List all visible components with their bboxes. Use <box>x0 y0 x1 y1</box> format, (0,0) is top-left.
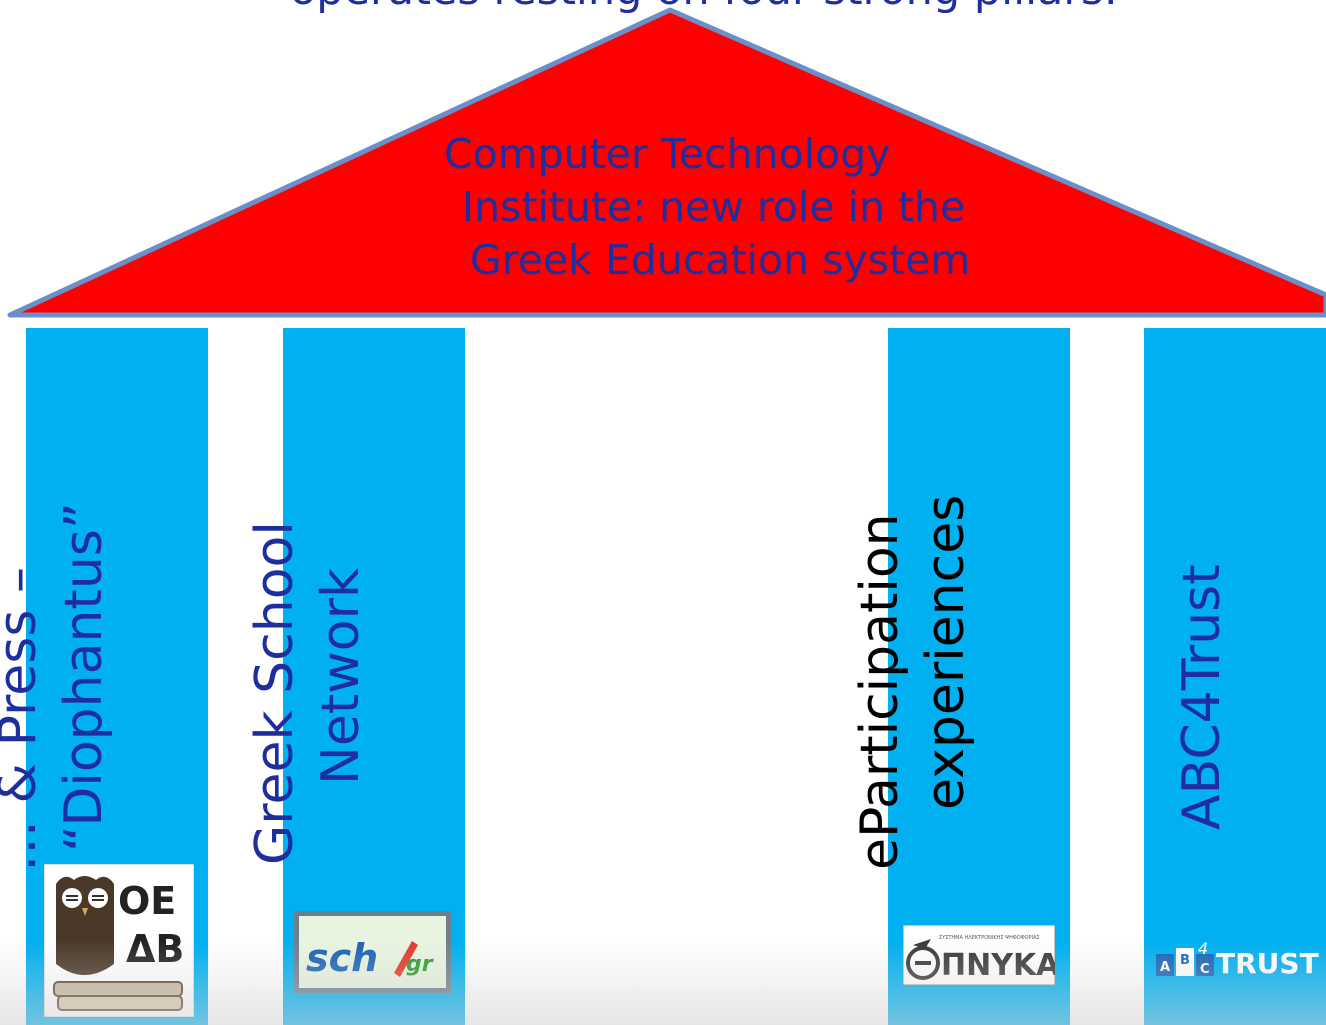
svg-text:4: 4 <box>1198 940 1208 958</box>
owl-book-icon: ΟΕ ΔΒ <box>44 864 194 1017</box>
pillar-label: … & Press – “Diophantus” <box>0 502 117 872</box>
svg-text:B: B <box>1180 953 1190 968</box>
pillar-abc4trust: ABC4Trust <box>1144 328 1326 1025</box>
roof-line: Institute: new role in the <box>462 183 966 231</box>
svg-text:ΠΝΥΚΑ: ΠΝΥΚΑ <box>941 948 1055 983</box>
pillar-label-line: “Diophantus” <box>54 502 114 852</box>
pnyka-logo: ΣΥΣΤΗΜΑ ΗΛΕΚΤΡΟΝΙΚΗΣ ΨΗΦΟΦΟΡΙΑΣ ΠΝΥΚΑ <box>903 925 1055 985</box>
svg-text:ΣΥΣΤΗΜΑ ΗΛΕΚΤΡΟΝΙΚΗΣ ΨΗΦΟΦΟΡΙΑ: ΣΥΣΤΗΜΑ ΗΛΕΚΤΡΟΝΙΚΗΣ ΨΗΦΟΦΟΡΙΑΣ <box>939 935 1040 941</box>
pillar-greek-school-network: Greek School Network <box>245 328 465 1025</box>
roof-text: Computer Technology Institute: new role … <box>430 128 1030 287</box>
pillar-label-line: ABC4Trust <box>1172 564 1232 830</box>
abc4trust-logo: A B C 4 TRUST <box>1156 940 1319 980</box>
pillar-label: Greek School Network <box>242 521 374 865</box>
pillar-label-line: experiences <box>916 494 976 810</box>
pillar-label: eParticipation experiences <box>847 495 979 870</box>
svg-text:ΟΕ: ΟΕ <box>118 879 176 923</box>
sch-gr-logo: sch gr <box>294 911 451 993</box>
svg-text:sch: sch <box>306 936 378 980</box>
roof-triangle <box>7 7 1326 318</box>
svg-text:A: A <box>1160 960 1170 975</box>
svg-text:TRUST: TRUST <box>1216 947 1319 980</box>
svg-text:ΔΒ: ΔΒ <box>126 927 184 971</box>
pillar-label-line: eParticipation <box>850 513 910 870</box>
pillar-label: ABC4Trust <box>1169 564 1235 830</box>
pillar-eparticipation: eParticipation experiences <box>850 328 1070 1025</box>
headline: operates resting on four strong pillars: <box>290 0 1320 18</box>
pillar-label-line: Network <box>311 567 371 785</box>
roof-line: Greek Education system <box>470 236 971 284</box>
roof-line: Computer Technology <box>444 130 891 178</box>
pillar-label-line: … & Press – <box>0 567 48 872</box>
svg-text:C: C <box>1200 962 1210 977</box>
pillar-label-line: Greek School <box>245 521 305 865</box>
svg-text:gr: gr <box>406 952 434 977</box>
